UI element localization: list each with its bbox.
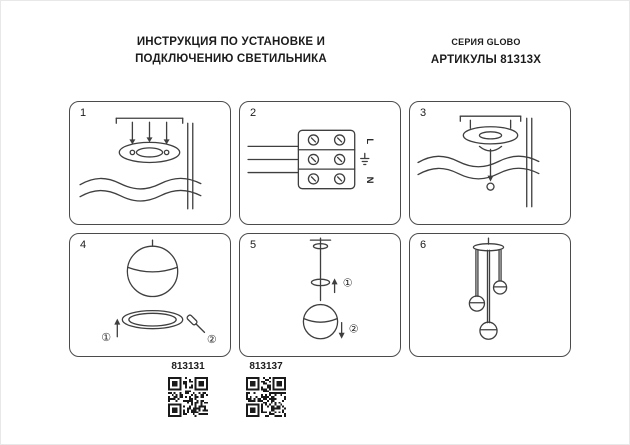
- panel-step-2: 2 L N: [239, 101, 401, 225]
- step-marker-2: ②: [349, 324, 359, 336]
- step-marker-1: ①: [343, 277, 353, 289]
- page-title-line1: ИНСТРУКЦИЯ ПО УСТАНОВКЕ И: [136, 36, 326, 48]
- step-number: 3: [420, 107, 427, 119]
- pendant-assembly-drawing: ① ②: [302, 237, 359, 340]
- screwdriver-icon: [186, 314, 206, 334]
- qr-label: 813131: [171, 361, 205, 372]
- series-block: СЕРИЯ GLOBO АРТИКУЛЫ 81313X: [406, 37, 566, 66]
- qr-label: 813137: [249, 361, 283, 372]
- cable-arrow-icon: [487, 175, 494, 182]
- qr-code: [168, 377, 208, 417]
- screw-arrows-icon: [129, 137, 170, 145]
- step-number: 4: [80, 239, 87, 251]
- ground-icon: [360, 152, 370, 166]
- page-title: ИНСТРУКЦИЯ ПО УСТАНОВКЕ И ПОДКЛЮЧЕНИЮ СВ…: [101, 34, 361, 69]
- articles-label: АРТИКУЛЫ 81313X: [430, 54, 542, 66]
- qr-section: 813131 813137: [159, 361, 295, 417]
- ceiling-mount-drawing: [79, 117, 202, 210]
- sphere-ring-drawing: ① ②: [101, 239, 217, 346]
- up-arrow-icon: [114, 318, 121, 325]
- step-number: 6: [420, 239, 427, 251]
- qr-item-813131: 813131: [159, 361, 217, 417]
- panel-step-4: 4: [69, 233, 231, 357]
- terminal-label-l: L: [364, 138, 375, 144]
- step-marker-1: ①: [101, 332, 111, 344]
- qr-code: [246, 377, 286, 417]
- series-label: СЕРИЯ GLOBO: [451, 37, 521, 47]
- step-number: 2: [250, 107, 257, 119]
- panel-step-6: 6: [409, 233, 571, 357]
- panel-step-1: 1: [69, 101, 231, 225]
- steps-grid: 1: [69, 101, 571, 357]
- panel-step-5: 5 ① ②: [239, 233, 401, 357]
- finished-fixture-drawing: [468, 237, 508, 340]
- step-number: 5: [250, 239, 257, 251]
- page-title-line2: ПОДКЛЮЧЕНИЮ СВЕТИЛЬНИКА: [135, 53, 327, 66]
- assembly-arrows-icon: [331, 278, 345, 339]
- terminal-label-n: N: [364, 177, 375, 184]
- terminal-block-drawing: L N: [247, 129, 375, 190]
- canopy-cable-drawing: [417, 115, 540, 208]
- qr-item-813137: 813137: [237, 361, 295, 417]
- step-marker-2: ②: [207, 334, 217, 346]
- step-number: 1: [80, 107, 87, 119]
- panel-step-3: 3: [409, 101, 571, 225]
